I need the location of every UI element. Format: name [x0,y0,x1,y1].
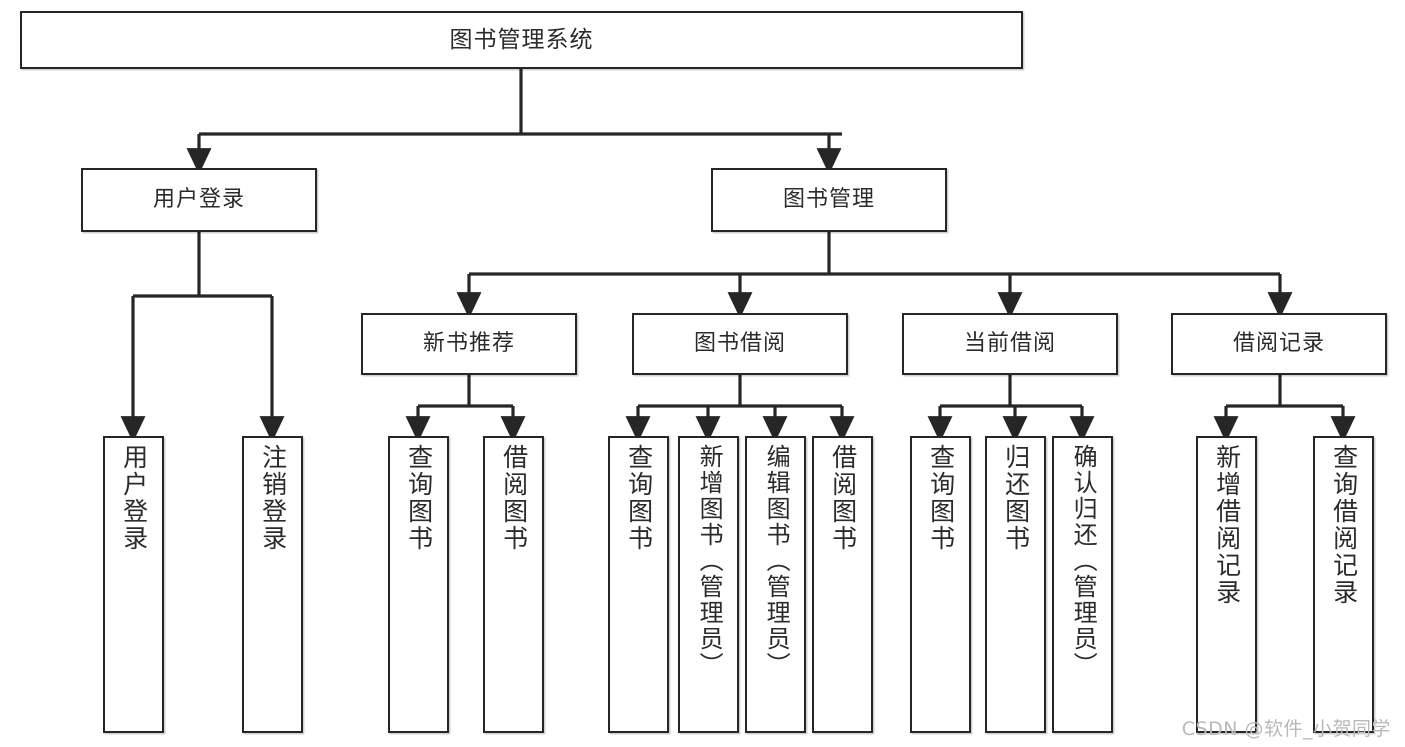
node-new-book-rec[interactable]: 新书推荐 [361,313,577,375]
node-leaf-borrow-edit[interactable]: 编辑图书（管理员） [745,436,806,733]
node-user-login[interactable]: 用户登录 [81,168,317,232]
node-leaf-borrow-lend-label: 借阅图书 [828,444,858,552]
node-book-borrow-label: 图书借阅 [693,331,786,357]
node-book-manage[interactable]: 图书管理 [711,168,947,232]
node-leaf-rec-query-record-label: 查询借阅记录 [1329,444,1359,606]
node-leaf-borrow-add[interactable]: 新增图书（管理员） [678,436,739,733]
node-leaf-user-logout-label: 注销登录 [258,444,288,552]
node-leaf-cur-query[interactable]: 查询图书 [910,436,971,733]
node-leaf-user-logout[interactable]: 注销登录 [242,436,303,733]
node-leaf-rec-add-label: 新增借阅记录 [1212,444,1242,606]
node-leaf-cur-return[interactable]: 归还图书 [985,436,1046,733]
node-leaf-cur-query-label: 查询图书 [926,444,956,552]
node-leaf-rec-query-label: 查询图书 [404,444,434,552]
node-leaf-cur-confirm[interactable]: 确认归还（管理员） [1052,436,1113,733]
node-leaf-cur-confirm-label: 确认归还（管理员） [1069,444,1098,678]
node-leaf-rec-borrow[interactable]: 借阅图书 [483,436,544,733]
node-leaf-cur-return-label: 归还图书 [1001,444,1031,552]
node-leaf-rec-query-record[interactable]: 查询借阅记录 [1313,436,1374,733]
node-leaf-borrow-lend[interactable]: 借阅图书 [812,436,873,733]
node-book-manage-label: 图书管理 [782,187,875,213]
node-root[interactable]: 图书管理系统 [20,11,1023,69]
node-book-borrow[interactable]: 图书借阅 [632,313,848,375]
node-leaf-borrow-query-label: 查询图书 [624,444,654,552]
node-leaf-rec-add[interactable]: 新增借阅记录 [1196,436,1257,733]
node-root-label: 图书管理系统 [449,26,594,53]
node-leaf-user-login[interactable]: 用户登录 [103,436,164,733]
node-current-borrow[interactable]: 当前借阅 [902,313,1118,375]
node-borrow-record-label: 借阅记录 [1232,331,1325,357]
node-leaf-borrow-add-label: 新增图书（管理员） [695,444,724,678]
node-leaf-user-login-label: 用户登录 [119,444,149,552]
node-leaf-rec-borrow-label: 借阅图书 [499,444,529,552]
node-leaf-borrow-query[interactable]: 查询图书 [608,436,669,733]
node-borrow-record[interactable]: 借阅记录 [1171,313,1387,375]
csdn-watermark: CSDN @软件_小贺同学 [1181,718,1391,740]
node-leaf-borrow-edit-label: 编辑图书（管理员） [762,444,791,678]
node-user-login-label: 用户登录 [152,187,245,213]
node-leaf-rec-query[interactable]: 查询图书 [388,436,449,733]
node-current-borrow-label: 当前借阅 [963,331,1056,357]
node-new-book-rec-label: 新书推荐 [422,331,515,357]
